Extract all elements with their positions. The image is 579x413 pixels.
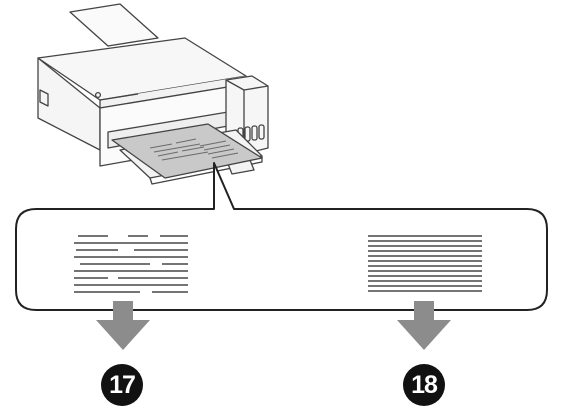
- rear-paper-support: [69, 3, 159, 47]
- step-number-badge: 18: [403, 364, 445, 406]
- down-arrow-icon: [96, 301, 150, 350]
- printer-illustration: [37, 3, 269, 185]
- step-number-badge: 17: [101, 364, 143, 406]
- ink-tank-window: [251, 125, 258, 141]
- callout-frame: [15, 162, 548, 311]
- sheet-pattern: [149, 138, 239, 161]
- nozzle-pattern-complete: [368, 235, 482, 292]
- ink-tank-window: [258, 124, 265, 140]
- power-button-icon: [94, 91, 102, 99]
- down-arrow-icon: [397, 301, 451, 350]
- nozzle-pattern-gaps: [74, 235, 188, 293]
- printed-sheet: [111, 123, 263, 179]
